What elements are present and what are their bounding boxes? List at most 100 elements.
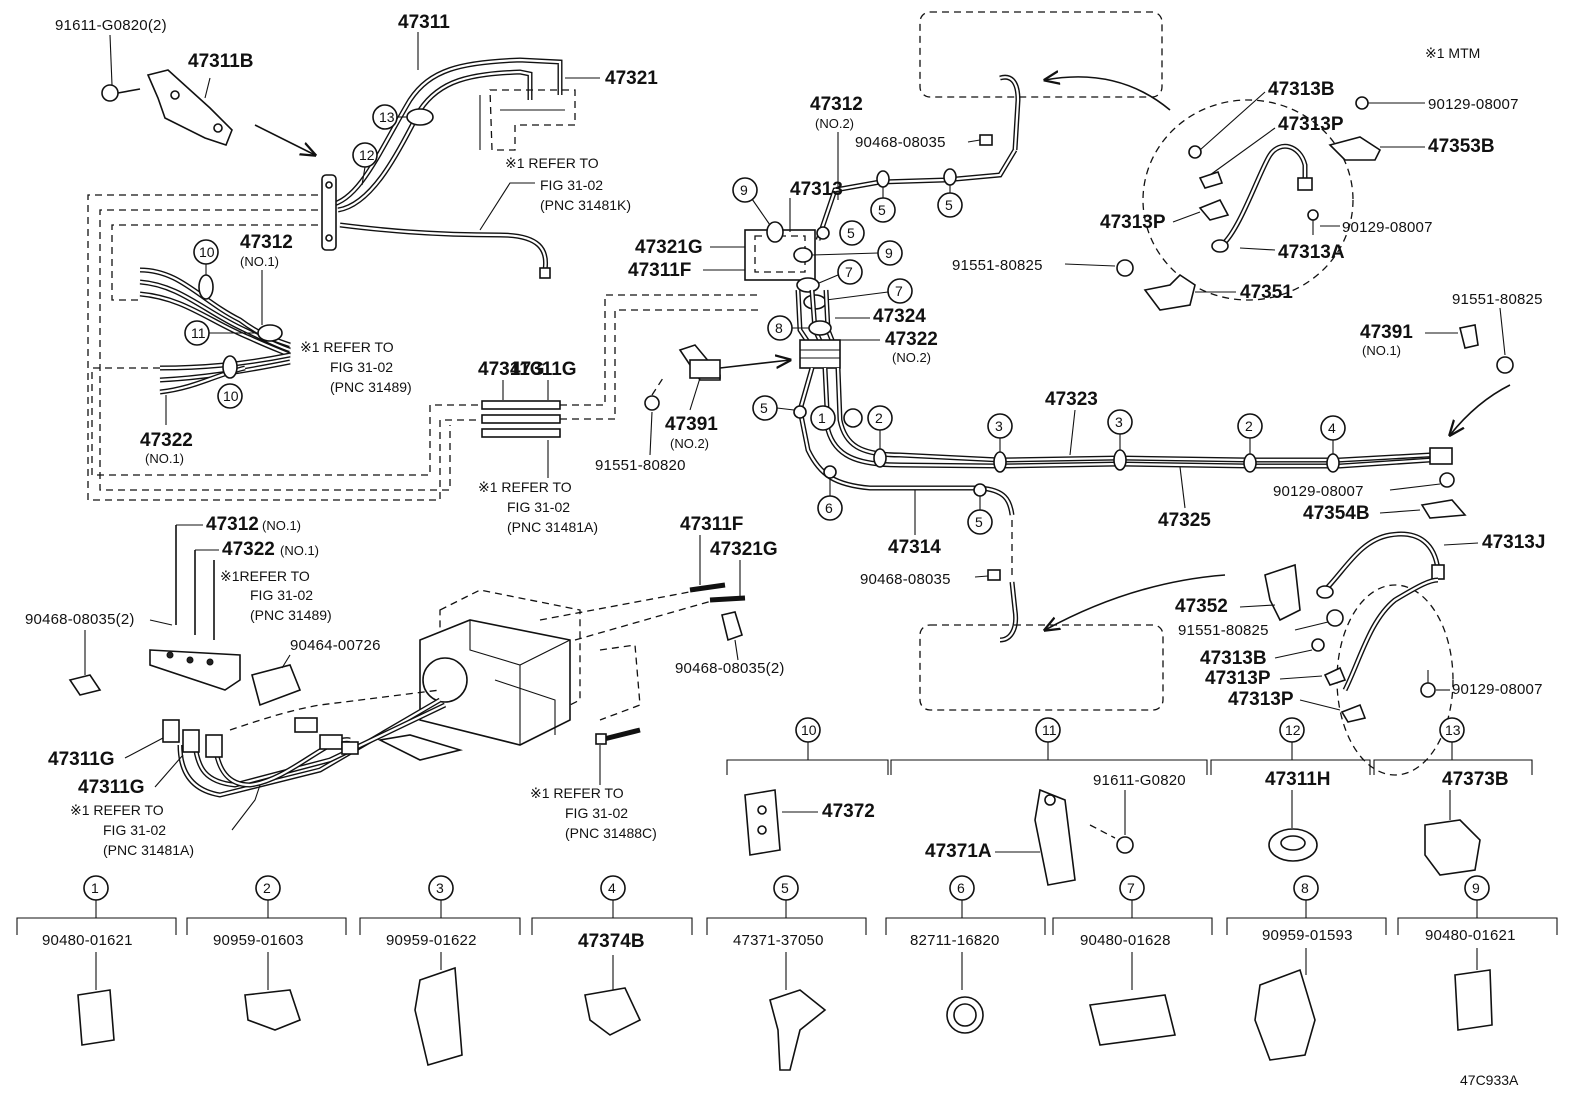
detail-circle-bottom xyxy=(1336,584,1454,776)
callout-4: 4 xyxy=(1320,415,1346,441)
clip-47373B xyxy=(1424,819,1481,876)
label-47313P-bot1: 47313P xyxy=(1205,668,1271,689)
legend-part-47311H: 47311H xyxy=(1265,769,1331,790)
svg-text:1: 1 xyxy=(818,410,826,426)
note-31481K-c: (PNC 31481K) xyxy=(540,197,631,213)
label-91551-80825-c: 91551-80825 xyxy=(1178,622,1269,639)
note-31489-b: FIG 31-02 xyxy=(330,359,393,375)
label-47322-no2-sub: (NO.2) xyxy=(892,350,931,365)
svg-text:5: 5 xyxy=(975,514,983,530)
label-91551-80825-a: 91551-80825 xyxy=(952,257,1043,274)
label-47312-no1-sub: (NO.1) xyxy=(240,254,279,269)
legend-callout-5: 5 xyxy=(773,875,799,901)
label-47313B-top: 47313B xyxy=(1268,79,1335,100)
label-47312-no2: 47312 xyxy=(810,94,863,115)
label-47353B: 47353B xyxy=(1428,136,1495,157)
note-31488C-b: FIG 31-02 xyxy=(565,805,628,821)
label-90468-top: 90468-08035 xyxy=(855,134,946,151)
legend-bottom: 1 2 3 4 5 6 7 8 9 xyxy=(16,875,1558,1071)
note-31488C-a: ※1 REFER TO xyxy=(530,785,624,801)
note-31489-d: ※1REFER TO xyxy=(220,568,310,584)
label-47354B: 47354B xyxy=(1303,503,1370,524)
svg-text:8: 8 xyxy=(775,320,783,336)
svg-text:13: 13 xyxy=(1445,722,1461,738)
note-31481A-f: (PNC 31481A) xyxy=(103,842,194,858)
clip-9 xyxy=(1454,969,1493,1031)
legend-callout-8: 8 xyxy=(1293,875,1319,901)
detail-circle-top xyxy=(1142,99,1354,301)
legend-top: 10 11 12 13 47372 47371A 91611-G0820 473… xyxy=(726,717,1533,886)
label-47311B: 47311B xyxy=(188,51,254,72)
clip-5 xyxy=(769,989,827,1071)
clip-7 xyxy=(1089,994,1176,1046)
legend-callout-7: 7 xyxy=(1119,875,1145,901)
svg-text:9: 9 xyxy=(1472,880,1480,896)
legend-part-90959-01622: 90959-01622 xyxy=(386,932,477,949)
label-90129-c: 90129-08007 xyxy=(1273,483,1364,500)
callout-2-b: 2 xyxy=(1237,413,1263,439)
clip-47371A xyxy=(1034,788,1076,886)
note-31489-e: FIG 31-02 xyxy=(250,587,313,603)
svg-text:7: 7 xyxy=(1127,880,1135,896)
note-31481A-c: (PNC 31481A) xyxy=(507,519,598,535)
callout-5-b: 5 xyxy=(937,192,963,218)
note-31481K-b: FIG 31-02 xyxy=(540,177,603,193)
svg-text:9: 9 xyxy=(740,182,748,198)
label-47313P-top: 47313P xyxy=(1278,114,1344,135)
callout-7-a: 7 xyxy=(837,259,863,285)
legend-callout-9: 9 xyxy=(1464,875,1490,901)
label-47391-no2: 47391 xyxy=(665,414,718,435)
diagram-code: 47C933A xyxy=(1460,1072,1519,1088)
connector-47322 xyxy=(799,339,841,369)
mtm-note: ※1 MTM xyxy=(1425,45,1480,61)
label-47311G-b: 47311G xyxy=(510,359,577,380)
label-47321G: 47321G xyxy=(635,237,703,258)
callout-5-e: 5 xyxy=(967,509,993,535)
label-47312-no2-sub: (NO.2) xyxy=(815,116,854,131)
label-91611-2: 91611-G0820(2) xyxy=(55,17,167,34)
label-47322-no2: 47322 xyxy=(885,329,938,350)
bracket-clip xyxy=(321,174,337,251)
callout-11: 11 xyxy=(184,320,210,346)
svg-text:2: 2 xyxy=(875,410,883,426)
label-47313B-bot: 47313B xyxy=(1200,648,1267,669)
label-47322-no1: 47322 xyxy=(140,430,193,451)
svg-text:9: 9 xyxy=(885,245,893,261)
svg-text:1: 1 xyxy=(91,880,99,896)
label-90129-d: 90129-08007 xyxy=(1452,681,1543,698)
legend-part-47371A: 47371A xyxy=(925,841,992,862)
legend-part-47374B: 47374B xyxy=(578,931,645,952)
label-90468-2: 90468-08035(2) xyxy=(25,611,135,628)
label-47313P-bot2: 47313P xyxy=(1228,689,1294,710)
callout-5-c: 5 xyxy=(839,220,865,246)
svg-text:5: 5 xyxy=(847,225,855,241)
label-90464: 90464-00726 xyxy=(290,637,381,654)
note-31481A-e: FIG 31-02 xyxy=(103,822,166,838)
bracket-47311B xyxy=(146,69,233,146)
svg-text:3: 3 xyxy=(995,418,1003,434)
svg-text:5: 5 xyxy=(878,202,886,218)
label-47391-no2-sub: (NO.2) xyxy=(670,436,709,451)
callout-10-a: 10 xyxy=(193,239,219,265)
label-47325: 47325 xyxy=(1158,510,1211,531)
label-47313P-mid: 47313P xyxy=(1100,212,1166,233)
label-47312-no1-b: 47312 xyxy=(206,514,259,535)
reference-box-top xyxy=(919,11,1163,98)
legend-part-90959-01593: 90959-01593 xyxy=(1262,927,1353,944)
svg-text:10: 10 xyxy=(199,244,215,260)
legend-part-47373B: 47373B xyxy=(1442,769,1509,790)
label-47324: 47324 xyxy=(873,306,926,327)
svg-text:10: 10 xyxy=(223,388,239,404)
svg-text:8: 8 xyxy=(1301,880,1309,896)
svg-text:4: 4 xyxy=(608,880,616,896)
legend-part-82711-16820: 82711-16820 xyxy=(910,932,1000,949)
clip-2 xyxy=(244,989,301,1031)
reference-box-bottom xyxy=(919,624,1164,711)
svg-text:10: 10 xyxy=(801,722,817,738)
label-47312-no1: 47312 xyxy=(240,232,293,253)
callout-9-a: 9 xyxy=(732,177,758,203)
legend-callout-13: 13 xyxy=(1439,717,1465,743)
label-47352: 47352 xyxy=(1175,596,1228,617)
bracket-47391-no2 xyxy=(678,344,721,381)
